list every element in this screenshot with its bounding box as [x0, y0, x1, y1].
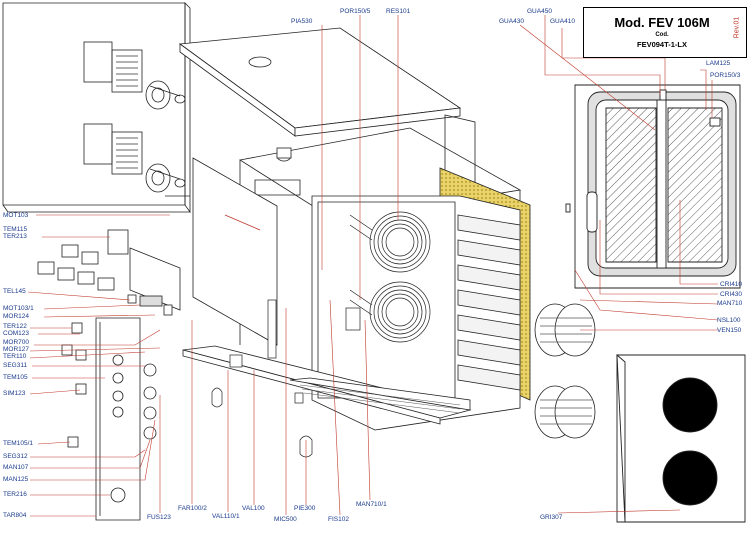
- top-lid: [178, 27, 462, 137]
- label-tem105: TEM105: [3, 374, 28, 381]
- label-val110-1: VAL110/1: [212, 513, 240, 520]
- label-por150-3: POR150/3: [710, 72, 741, 79]
- label-sim123: SIM123: [3, 390, 26, 397]
- label-nsl100: NSL100: [717, 317, 741, 324]
- label-ter216: TER216: [3, 491, 27, 498]
- label-ter213: TER213: [3, 233, 27, 240]
- label-mor700: MOR700: [3, 339, 30, 346]
- label-man710: MAN710: [717, 300, 743, 307]
- label-pie300: PIE300: [294, 505, 316, 512]
- label-ven150: VEN150: [717, 327, 742, 334]
- label-por150-5: POR150/5: [340, 8, 371, 15]
- leader-lines: [27, 15, 719, 517]
- label-com123: COM123: [3, 330, 30, 337]
- label-res101: RES101: [386, 8, 411, 15]
- label-cri410: CRI410: [720, 281, 743, 288]
- label-gua430: GUA430: [499, 18, 524, 25]
- cod-label: Cod.: [655, 32, 669, 38]
- label-seg312: SEG312: [3, 453, 28, 460]
- label-gua410: GUA410: [550, 18, 575, 25]
- label-man125: MAN125: [3, 476, 29, 483]
- label-cri430: CRI430: [720, 291, 743, 298]
- side-panel: [192, 157, 278, 346]
- title-block: Mod. FEV 106M Cod. FEV094T-1-LX Rev.01: [583, 7, 747, 58]
- label-mor124: MOR124: [3, 313, 30, 320]
- control-panel: [95, 317, 157, 521]
- label-mot103-1: MOT103/1: [3, 305, 34, 312]
- heating-coils: [345, 211, 431, 343]
- fan-grille-panel: [616, 353, 746, 523]
- label-ter110: TER110: [3, 353, 27, 360]
- label-man710-1: MAN710/1: [356, 501, 387, 508]
- label-gri307: GRI307: [540, 514, 563, 521]
- label-fus123: FUS123: [147, 514, 171, 521]
- label-man107: MAN107: [3, 464, 29, 471]
- label-tar804: TAR804: [3, 512, 27, 519]
- oven-door: [565, 84, 741, 289]
- product-code: FEV094T-1-LX: [636, 40, 688, 49]
- label-val100: VAL100: [242, 505, 265, 512]
- label-pia530: PIA530: [291, 18, 313, 25]
- back-panel-motors: [2, 2, 191, 214]
- label-mot103: MOT103: [3, 212, 29, 219]
- model-title: Mod. FEV 106M: [614, 15, 710, 30]
- label-tem105-1: TEM105/1: [3, 440, 33, 447]
- base-plate: [182, 345, 472, 425]
- label-tem115: TEM115: [3, 226, 28, 233]
- label-ter122: TER122: [3, 323, 27, 330]
- label-mic500: MIC500: [274, 516, 297, 523]
- revision-label: Rev.01: [733, 16, 741, 39]
- fans: [534, 303, 596, 439]
- label-fis102: FIS102: [328, 516, 349, 523]
- label-gua450: GUA450: [527, 8, 552, 15]
- label-far100-2: FAR100/2: [178, 505, 207, 512]
- label-mor127: MOR127: [3, 346, 30, 353]
- label-tel145: TEL145: [3, 288, 26, 295]
- label-seg311: SEG311: [3, 362, 28, 369]
- label-lam125: LAM125: [706, 60, 731, 67]
